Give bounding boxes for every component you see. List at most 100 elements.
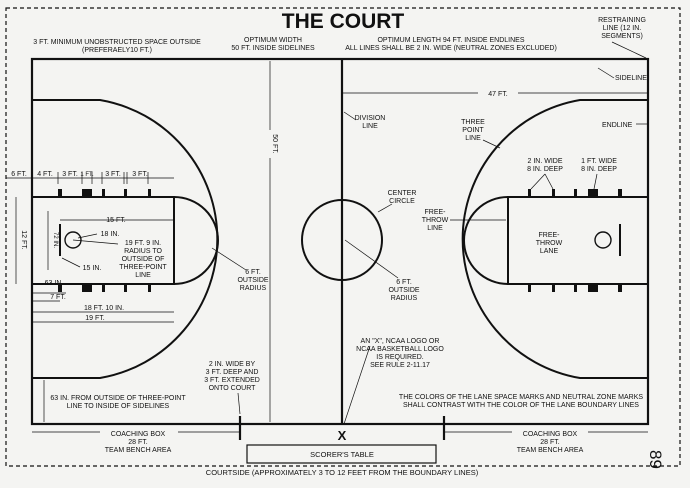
dim-18ft10: 18 FT. 10 IN. — [84, 305, 124, 312]
courtside-note: COURTSIDE (APPROXIMATELY 3 TO 12 FEET FR… — [206, 468, 479, 477]
three-point-line-right — [461, 99, 648, 379]
restraining-leader — [611, 41, 647, 59]
coaching-box-left: COACHING BOX — [111, 431, 166, 438]
arc-radius-note-2: RADIUS TO — [124, 248, 162, 255]
center-circle-leader — [377, 203, 393, 213]
coach-mark-note-2: 3 FT. DEEP AND — [206, 369, 259, 376]
ncaa-note-3: IS REQUIRED. — [376, 354, 424, 361]
sixty-three-note-2: LINE TO INSIDE OF SIDELINES — [67, 403, 170, 410]
center-circle — [301, 199, 383, 281]
contrast-note-2: SHALL CONTRAST WITH THE COLOR OF THE LAN… — [403, 402, 639, 409]
ft-line-label-3: LINE — [427, 225, 443, 232]
arc-radius-note-3: OUTSIDE OF — [122, 256, 165, 263]
block-mark-note: 1 FT. WIDE — [581, 158, 617, 165]
coach-mark-note-4: ONTO COURT — [209, 385, 257, 392]
ncaa-note-2: NCAA BASKETBALL LOGO — [356, 346, 444, 353]
three-point-label: THREE — [461, 119, 485, 126]
ft-line-label: FREE- — [425, 209, 447, 216]
dim-18in: 18 IN. — [101, 231, 120, 238]
division-label: DIVISION — [355, 115, 386, 122]
dim-3ft-b: 3 FT. — [105, 171, 121, 178]
outside-space-note: 3 FT. MINIMUM UNOBSTRUCTED SPACE OUTSIDE — [33, 39, 201, 46]
arc-radius-note: 19 FT. 9 IN. — [125, 240, 161, 247]
ft-line-label-2: THROW — [422, 217, 449, 224]
dim-12ft: 12 FT. — [20, 230, 27, 250]
lane-mark-note-2: 8 IN. DEEP — [527, 166, 563, 173]
basket-left — [64, 231, 82, 249]
three-point-leader — [482, 139, 501, 149]
dim-7ft: 7 FT. — [50, 294, 66, 301]
width-note: OPTIMUM WIDTH — [244, 37, 302, 44]
restraining-note-3: SEGMENTS) — [601, 33, 643, 40]
coach-mark-note: 2 IN. WIDE BY — [209, 361, 256, 368]
block-mark-note-2: 8 IN. DEEP — [581, 166, 617, 173]
sideline-label: SIDELINE — [615, 75, 647, 82]
lane-mark-note: 2 IN. WIDE — [527, 158, 562, 165]
coaching-box-left-2: 28 FT. — [128, 439, 148, 446]
coaching-box-right-2: 28 FT. — [540, 439, 560, 446]
three-point-label-2: POINT — [462, 127, 484, 134]
lane-marks-left — [58, 189, 151, 292]
dim-6ft: 6 FT. — [11, 171, 27, 178]
team-bench-right: TEAM BENCH AREA — [517, 447, 584, 454]
coach-mark-leader — [237, 392, 241, 415]
coaching-box-right: COACHING BOX — [523, 431, 578, 438]
center-circle-label-2: CIRCLE — [389, 198, 415, 205]
ft-lane-label-3: LANE — [540, 248, 559, 255]
division-label-2: LINE — [362, 123, 378, 130]
restraining-note-2: LINE (12 IN. — [603, 25, 642, 32]
restraining-note: RESTRAINING — [598, 17, 646, 24]
ft-lane-label-2: THROW — [536, 240, 563, 247]
lane-mark-leader-b — [544, 173, 554, 190]
outside-radius-leader — [211, 247, 247, 271]
ncaa-leader — [343, 345, 371, 425]
ft-lane-label: FREE- — [539, 232, 561, 239]
dim-15in: 15 IN. — [83, 265, 102, 272]
dim-19ft: 19 FT. — [85, 315, 105, 322]
center-radius-leader — [344, 239, 399, 279]
scorers-table: SCORER'S TABLE — [310, 450, 374, 459]
title: THE COURT — [282, 10, 405, 33]
dim-63in: 63 IN. — [45, 280, 64, 287]
center-radius-label: 6 FT. — [396, 279, 412, 286]
lane-marks-right — [528, 189, 622, 292]
width-note-2: 50 FT. INSIDE SIDELINES — [231, 45, 315, 52]
division-leader — [343, 111, 357, 121]
arc-radius-leader — [72, 239, 119, 245]
center-radius-label-3: RADIUS — [391, 295, 418, 302]
center-radius-label-2: OUTSIDE — [388, 287, 419, 294]
dim-15in-leader — [61, 257, 81, 268]
dim-1ft: 1 FT. — [80, 172, 94, 178]
ncaa-note-4: SEE RULE 2-11.17 — [370, 362, 430, 369]
center-circle-label: CENTER — [388, 190, 417, 197]
outside-radius-label-3: RADIUS — [240, 285, 267, 292]
center-x-mark: X — [338, 428, 347, 443]
length-note: OPTIMUM LENGTH 94 FT. INSIDE ENDLINES — [377, 37, 524, 44]
dim-47-label: 47 FT. — [488, 91, 508, 98]
sixty-three-note: 63 IN. FROM OUTSIDE OF THREE-POINT — [50, 395, 186, 402]
outside-radius-label-2: OUTSIDE — [237, 277, 268, 284]
sideline-leader — [597, 67, 615, 79]
lane-mark-leader-a — [530, 173, 546, 190]
dim-18in-leader — [77, 233, 98, 239]
coach-mark-note-3: 3 FT. EXTENDED — [204, 377, 260, 384]
page-number: 89 — [646, 450, 665, 469]
outside-space-note-2: (PREFERAELY10 FT.) — [82, 47, 152, 54]
restraining-border — [5, 7, 681, 467]
arc-radius-note-5: LINE — [135, 272, 151, 279]
dim-72in: 72 IN. — [52, 232, 58, 248]
endline-label: ENDLINE — [602, 122, 633, 129]
block-mark-leader — [593, 173, 598, 190]
dim-3ft-c: 3 FT. — [132, 171, 148, 178]
free-throw-circle-left — [173, 196, 219, 285]
dim-row-ticks — [31, 172, 149, 184]
dim-50-label: 50 FT. — [271, 134, 278, 154]
outside-radius-label: 6 FT. — [245, 269, 261, 276]
free-throw-lane-right — [507, 196, 649, 285]
basket-right — [594, 231, 612, 249]
dim-15ft: 15 FT. — [106, 217, 126, 224]
arc-radius-note-4: THREE-POINT — [119, 264, 167, 271]
ncaa-note: AN "X", NCAA LOGO OR — [361, 338, 440, 345]
